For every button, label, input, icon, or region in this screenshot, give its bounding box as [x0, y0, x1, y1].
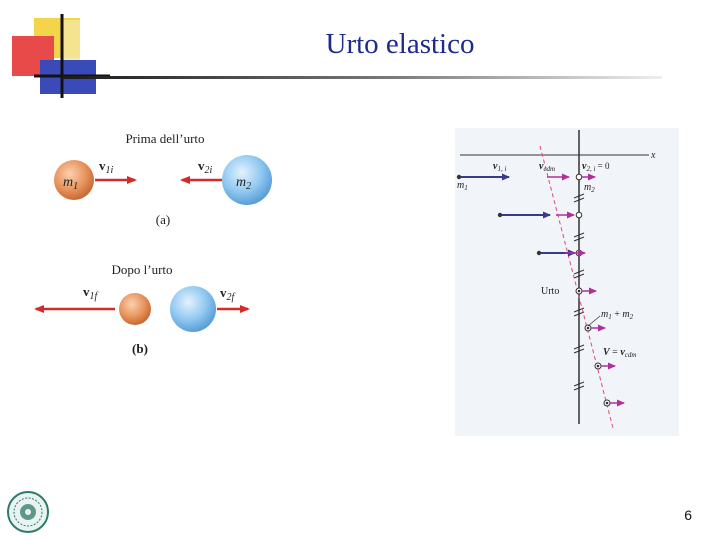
corner-squares-graphic — [12, 14, 110, 98]
corner-decoration — [0, 0, 110, 100]
m2-label-before: m2 — [236, 175, 251, 192]
m2-dot-1 — [575, 173, 583, 181]
combined-mass-label: m1 + m2 — [601, 309, 634, 321]
m2-label: m2 — [584, 182, 595, 194]
combined-leader — [587, 315, 601, 327]
label-b: (b) — [132, 341, 148, 356]
label-a: (a) — [156, 212, 170, 227]
sphere-m2-before — [222, 155, 272, 205]
figure-panel — [455, 128, 679, 436]
m1-dot-3 — [536, 250, 542, 256]
university-logo — [7, 491, 49, 533]
sphere-m1-after — [119, 293, 151, 325]
x-axis-label: x — [650, 150, 656, 161]
m1-label: m1 — [457, 180, 468, 192]
v1i-label: v1, i — [493, 161, 506, 173]
axis-breaks — [573, 193, 585, 391]
m2-dot-2 — [575, 211, 583, 219]
collision-before-after-figure: Prima dell’urto m1 v1i m2 v2i (a) Dopo l… — [34, 131, 272, 356]
page-title: Urto elastico — [325, 28, 475, 60]
vcdm-label: vcdm — [539, 161, 555, 173]
combined-dot-4-core — [577, 289, 581, 293]
collision-label: Urto — [541, 286, 559, 297]
combined-dot-7-core — [605, 401, 609, 405]
after-collision-caption: Dopo l’urto — [111, 262, 172, 277]
m1-dot-2 — [497, 212, 503, 218]
center-of-mass-frame-figure: x v1, i vcdm v2, i = 0 m1 — [455, 128, 679, 436]
sphere-m2-after — [170, 286, 216, 332]
m1-label-before: m1 — [63, 175, 78, 192]
combined-dot-6-core — [596, 364, 600, 368]
V-equals-vcdm-label: V = vcdm — [603, 347, 636, 359]
title-divider — [62, 76, 662, 79]
combined-dot-5-core — [586, 326, 590, 330]
v1i-label: v1i — [99, 158, 114, 176]
v2f-label: v2f — [220, 285, 236, 303]
sphere-m1-before — [54, 160, 94, 200]
page-number: 6 — [684, 507, 692, 523]
v2i-label: v2, i = 0 — [582, 161, 610, 173]
before-collision-caption: Prima dell’urto — [125, 131, 204, 146]
v2i-label: v2i — [198, 158, 213, 176]
v1f-label: v1f — [83, 284, 99, 302]
m1-dot-1 — [456, 174, 462, 180]
